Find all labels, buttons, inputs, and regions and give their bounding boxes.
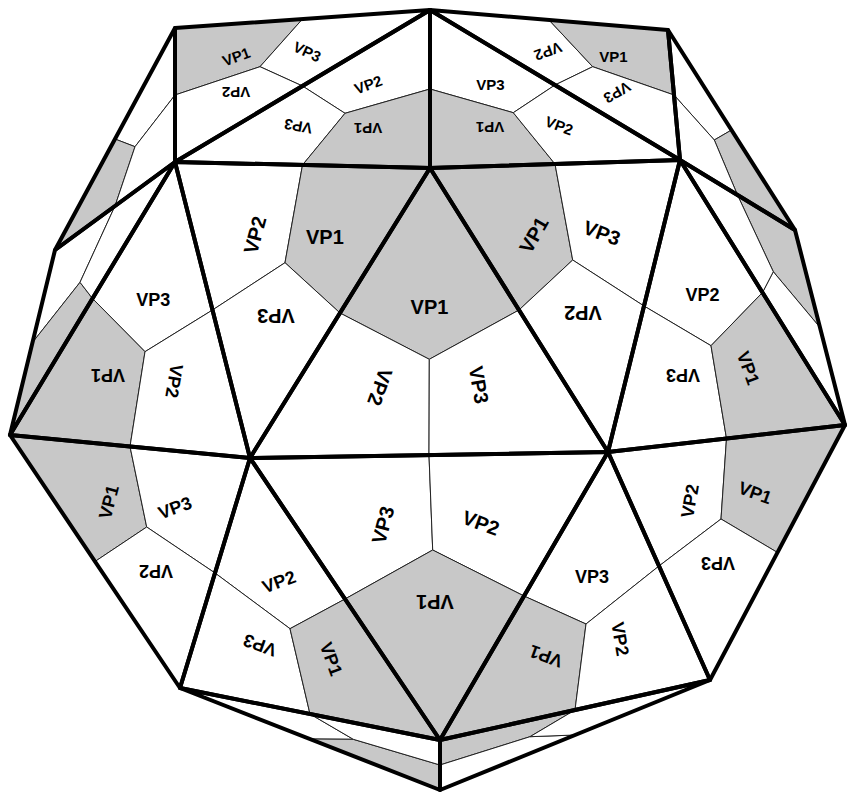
protein-label: VP1 <box>306 227 344 247</box>
protein-label: VP1 <box>91 366 125 384</box>
face-edge <box>10 435 250 688</box>
protein-label: VP1 <box>411 297 449 317</box>
protein-subunit <box>530 680 710 737</box>
face-edge <box>680 160 845 425</box>
protein-label: VP3 <box>136 291 170 309</box>
protein-label: VP1 <box>354 121 382 136</box>
face-edge <box>440 680 710 790</box>
protein-label: VP2 <box>139 562 173 580</box>
protein-subunit <box>303 89 431 168</box>
face-edge <box>608 160 845 452</box>
protein-label: VP3 <box>575 568 609 586</box>
protein-subunit <box>250 313 429 458</box>
face-edge <box>175 10 430 168</box>
protein-subunit <box>180 688 353 739</box>
protein-label: VP1 <box>416 592 454 612</box>
face-edge <box>180 688 440 790</box>
face-edge <box>55 28 175 250</box>
face-edge <box>10 162 250 458</box>
face-edge <box>10 162 175 435</box>
face-edge <box>250 168 608 458</box>
protein-label: VP3 <box>257 306 295 326</box>
face-edge <box>668 30 795 230</box>
protein-label: VP1 <box>476 120 504 135</box>
protein-label: VP1 <box>599 49 627 64</box>
protein-subunit <box>659 519 778 680</box>
protein-subunit <box>310 714 440 765</box>
protein-label: VP3 <box>465 364 491 405</box>
protein-label: VP2 <box>222 85 250 100</box>
protein-label: VP3 <box>666 366 700 384</box>
face-edge <box>430 10 680 168</box>
face-edge <box>250 452 608 740</box>
protein-label: VP2 <box>686 286 720 304</box>
face-edge <box>430 10 680 160</box>
protein-label: VP3 <box>701 554 735 572</box>
protein-label: VP2 <box>564 303 602 323</box>
face-edge <box>608 425 845 680</box>
protein-subunit <box>555 67 680 160</box>
protein-label: VP3 <box>476 77 504 92</box>
